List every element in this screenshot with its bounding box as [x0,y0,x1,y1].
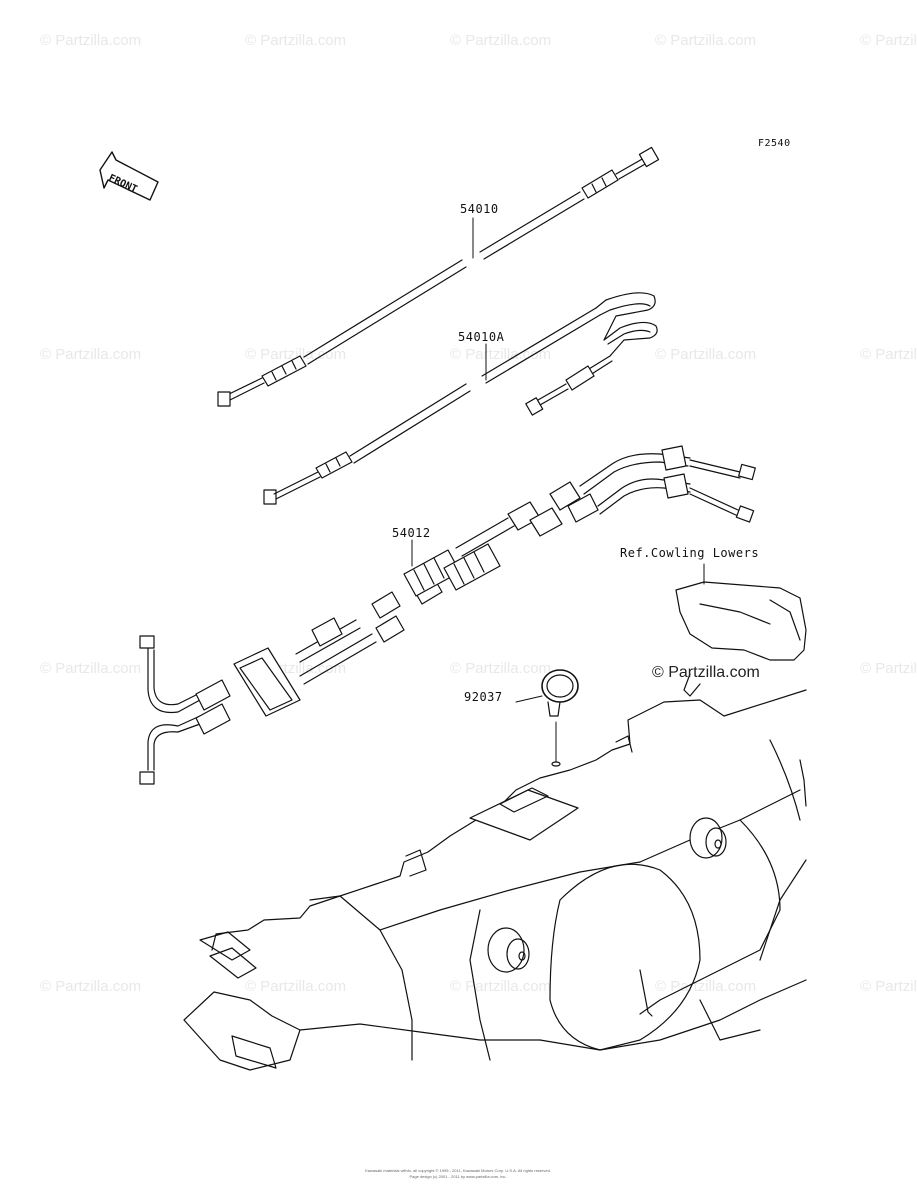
watermark: © Partzilla.com [245,346,347,363]
watermark: © Partzilla.com [860,32,917,49]
frame-body [183,689,807,1071]
watermark: © Partzilla.com [450,32,552,49]
front-arrow-icon: FRONT [99,151,159,201]
cowling-lowers [675,563,807,697]
footer-line-2: Page design (c) 2001 - 2011 by www.partz… [409,1174,507,1179]
watermark: © Partzilla.com [245,32,347,49]
part-label-54012: 54012 [392,526,431,540]
cable-54010A [263,292,658,505]
watermark: © Partzilla.com [245,978,347,995]
clamp-92037 [515,669,579,767]
watermark: © Partzilla.com [655,978,757,995]
part-label-92037: 92037 [464,690,503,704]
copyright-mark: © Partzilla.com [652,664,760,681]
watermark: © Partzilla.com [655,346,757,363]
watermark: © Partzilla.com [40,660,142,677]
ref-cowling-lowers-label: Ref.Cowling Lowers [620,546,760,560]
watermark: © Partzilla.com [40,32,142,49]
watermark: © Partzilla.com [860,660,917,677]
watermark: © Partzilla.com [450,660,552,677]
watermark: © Partzilla.com [655,32,757,49]
part-label-54010: 54010 [460,202,499,216]
cable-54010 [217,146,660,407]
watermark: © Partzilla.com [860,978,917,995]
watermark: © Partzilla.com [40,978,142,995]
watermark: © Partzilla.com [40,346,142,363]
footer-line-1: Kawasaki materials within, all copyright… [365,1168,551,1173]
watermark: © Partzilla.com [860,346,917,363]
cable-54012 [139,445,756,785]
figure-code: F2540 [758,138,791,149]
part-label-54010A: 54010A [458,330,505,344]
